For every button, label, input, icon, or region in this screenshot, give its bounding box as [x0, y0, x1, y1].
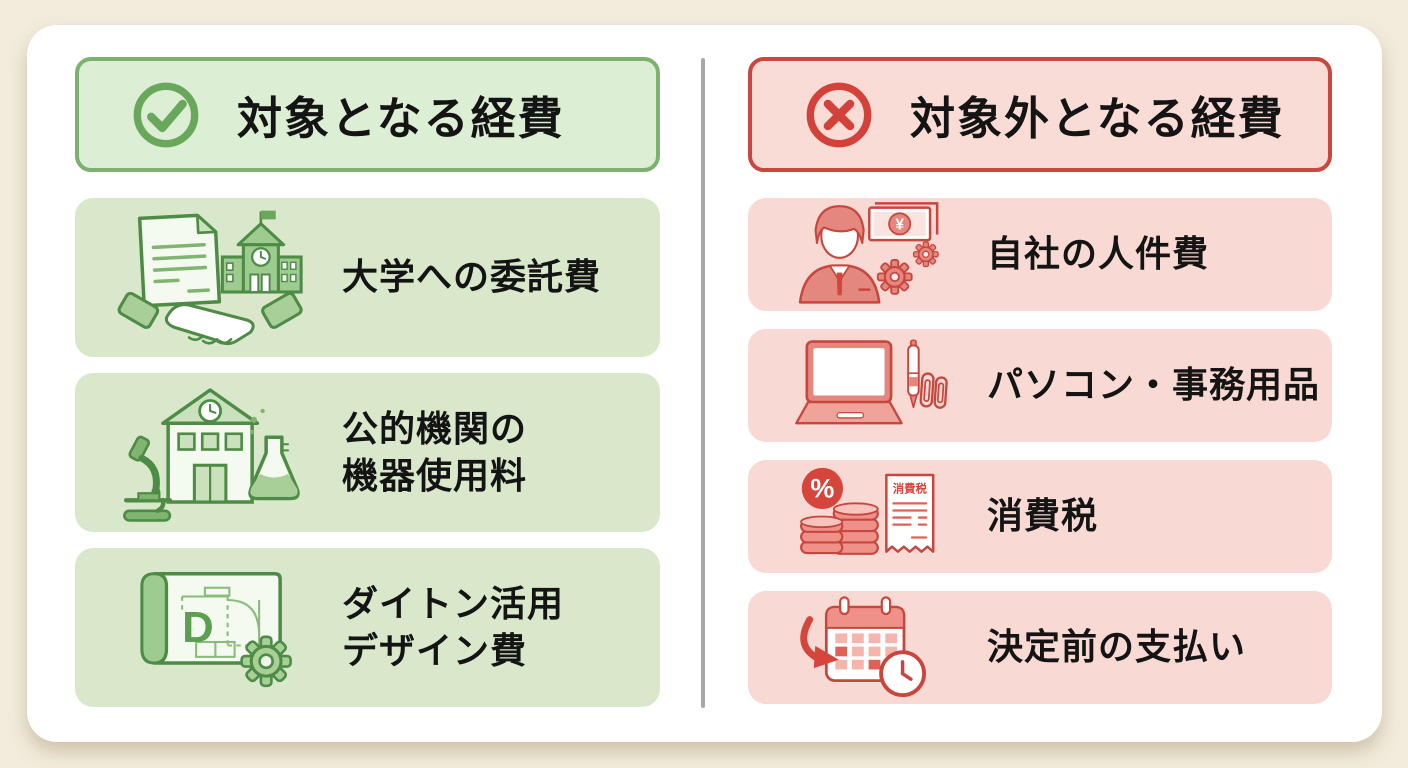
blueprint-letter: D: [182, 603, 214, 652]
percent-symbol: %: [810, 474, 834, 504]
eligible-item-public-equipment: 公的機関の 機器使用料: [75, 373, 660, 532]
ineligible-item-consumption-tax: %: [748, 460, 1332, 573]
x-circle-icon: [802, 78, 876, 152]
pc-office-supplies-icon: [782, 332, 957, 440]
eligible-item-label: ダイトン活用 デザイン費: [342, 583, 565, 671]
yen-symbol: ¥: [895, 216, 904, 233]
check-circle-icon: [129, 78, 203, 152]
eligible-item-label: 大学への委託費: [342, 256, 602, 298]
eligible-expenses-header: 対象となる経費: [75, 57, 660, 172]
ineligible-item-personnel: ¥: [748, 198, 1332, 311]
ineligible-item-label: 消費税: [987, 495, 1099, 537]
blueprint-design-icon: D: [103, 553, 318, 703]
receipt-title: 消費税: [892, 482, 927, 496]
in-house-personnel-icon: ¥: [782, 201, 957, 309]
ineligible-item-label: 決定前の支払い: [987, 626, 1247, 668]
ineligible-item-label: パソコン・事務用品: [987, 364, 1321, 406]
ineligible-item-pc-supplies: パソコン・事務用品: [748, 329, 1332, 442]
eligible-item-design-cost: D ダイトン活用 デザイン費: [75, 548, 660, 707]
ineligible-item-pre-decision-payment: 決定前の支払い: [748, 591, 1332, 704]
pre-decision-payment-icon: [782, 594, 957, 702]
ineligible-expenses-title: 対象外となる経費: [910, 93, 1285, 144]
public-institution-equipment-icon: [103, 378, 318, 528]
ineligible-expenses-header: 対象外となる経費: [748, 57, 1332, 172]
consumption-tax-icon: %: [782, 463, 957, 571]
eligible-item-label: 公的機関の 機器使用料: [342, 408, 528, 496]
ineligible-item-label: 自社の人件費: [987, 233, 1210, 275]
column-divider: [701, 58, 705, 708]
university-contract-icon: [103, 203, 318, 353]
eligible-expenses-title: 対象となる経費: [237, 93, 565, 144]
eligible-item-university-contract: 大学への委託費: [75, 198, 660, 357]
